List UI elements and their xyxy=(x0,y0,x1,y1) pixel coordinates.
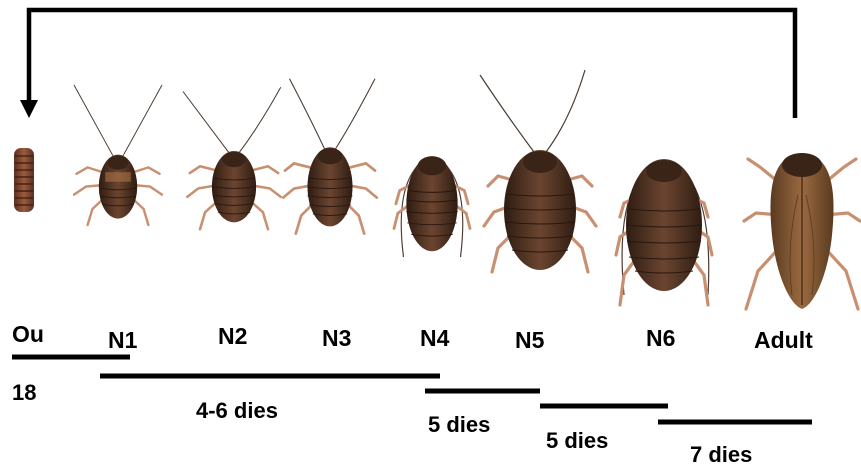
stage-labels: Ou N1 N2 N3 N4 N5 N6 Adult xyxy=(12,321,813,353)
stage-label-adult: Adult xyxy=(754,327,813,353)
nymph-n4-illustration xyxy=(394,156,470,257)
stage-label-ou: Ou xyxy=(12,321,44,347)
stage-label-n4: N4 xyxy=(420,325,450,351)
duration-label-n1-n4: 4-6 dies xyxy=(196,398,278,423)
duration-bars xyxy=(12,357,812,422)
nymph-n5-illustration xyxy=(480,70,596,272)
stage-label-n1: N1 xyxy=(108,327,138,353)
ootheca-egg-case-illustration xyxy=(14,148,34,212)
nymph-n1-illustration xyxy=(74,85,162,225)
stage-label-n3: N3 xyxy=(322,325,351,351)
stage-label-n5: N5 xyxy=(515,327,545,353)
adult-cockroach-illustration xyxy=(744,153,860,309)
nymph-n3-illustration xyxy=(283,79,377,234)
nymph-n6-illustration xyxy=(616,159,712,305)
nymph-n2-illustration xyxy=(183,87,281,229)
stage-label-n2: N2 xyxy=(218,323,247,349)
cycle-return-arrow xyxy=(20,10,795,118)
duration-labels: 18 4-6 dies 5 dies 5 dies 7 dies xyxy=(12,380,752,467)
duration-label-n6-adult: 7 dies xyxy=(690,442,752,467)
stage-label-n6: N6 xyxy=(646,325,675,351)
duration-label-n4-n5: 5 dies xyxy=(428,412,490,437)
duration-label-egg: 18 xyxy=(12,380,36,405)
duration-label-n5-n6: 5 dies xyxy=(546,428,608,453)
